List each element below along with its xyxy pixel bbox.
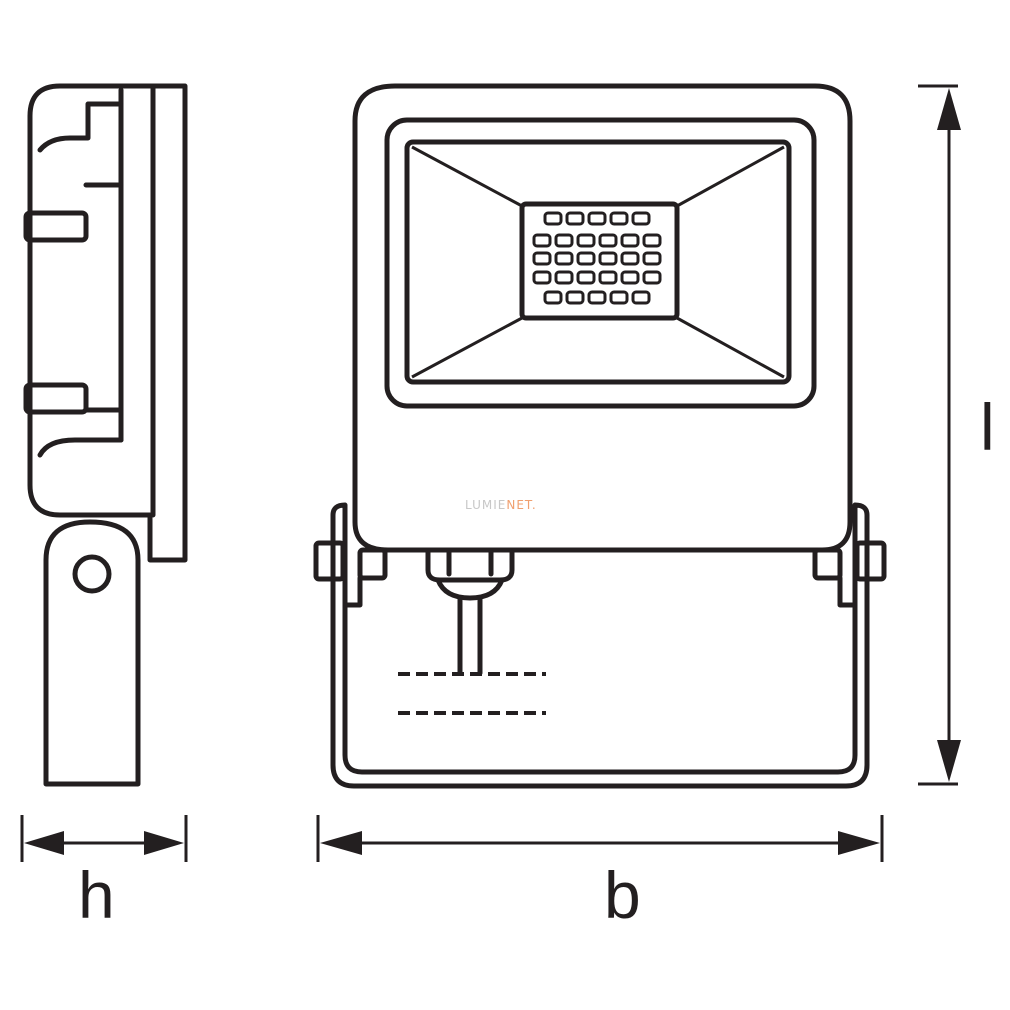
led-chip <box>620 270 640 285</box>
dimension-label-b: b <box>604 858 641 932</box>
led-chip <box>609 211 629 226</box>
front-view: LUMIENET. <box>313 83 887 789</box>
dimension-h <box>20 815 188 862</box>
led-chip <box>598 251 618 266</box>
led-chip <box>565 211 585 226</box>
led-chip <box>598 270 618 285</box>
dimension-label-l: l <box>980 390 995 464</box>
led-chip <box>631 290 651 305</box>
led-chip <box>598 233 618 248</box>
led-chip <box>587 211 607 226</box>
led-chip <box>642 233 662 248</box>
led-chip <box>532 270 552 285</box>
led-chip <box>631 211 651 226</box>
led-chip <box>620 251 640 266</box>
led-chip <box>642 270 662 285</box>
led-chip <box>609 290 629 305</box>
side-view <box>23 83 188 787</box>
led-chip <box>543 290 563 305</box>
dimension-b <box>316 815 884 862</box>
led-chip <box>532 251 552 266</box>
led-chip <box>576 270 596 285</box>
led-chip <box>576 251 596 266</box>
led-array <box>532 211 662 305</box>
led-chip <box>554 233 574 248</box>
dimension-l <box>918 84 961 786</box>
led-chip <box>620 233 640 248</box>
watermark-text: LUMIENET. <box>465 498 537 512</box>
dimension-label-h: h <box>78 858 115 932</box>
led-chip <box>554 270 574 285</box>
led-chip <box>565 290 585 305</box>
led-chip <box>587 290 607 305</box>
led-chip <box>642 251 662 266</box>
led-chip <box>543 211 563 226</box>
led-chip <box>532 233 552 248</box>
led-chip <box>576 233 596 248</box>
led-chip <box>554 251 574 266</box>
